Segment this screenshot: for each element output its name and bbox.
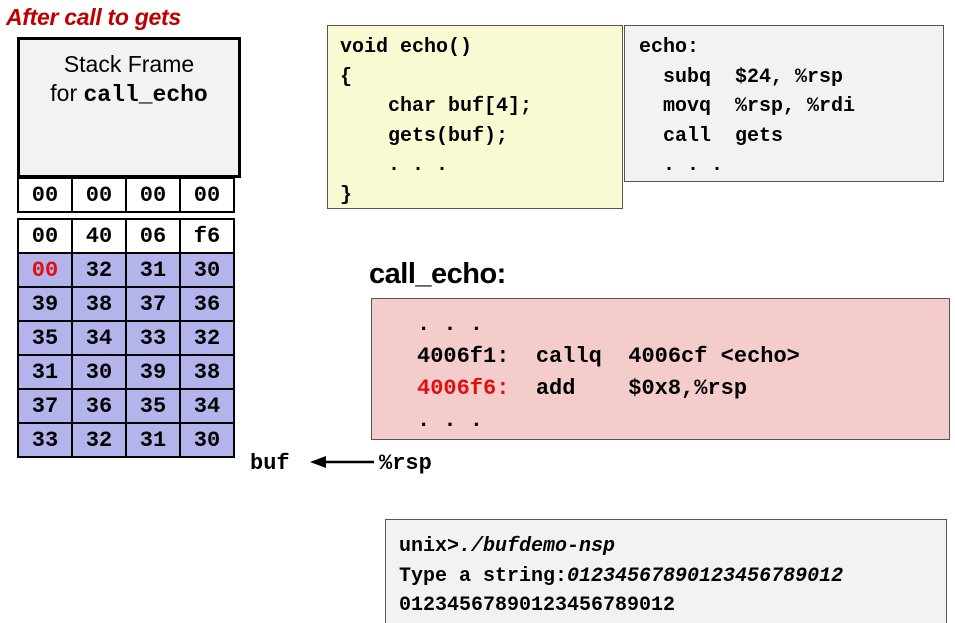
stack-byte: 40 xyxy=(71,218,127,254)
stack-byte: 00 xyxy=(125,177,181,213)
echo-c-source: void echo() { char buf[4]; gets(buf); . … xyxy=(327,25,623,209)
stack-diagram: Stack Frame for call_echo 00 00 00 00 00… xyxy=(17,37,241,474)
stack-row: 33 32 31 30 xyxy=(17,422,241,458)
stack-frame-label: Stack Frame xyxy=(63,51,195,77)
terminal-output-line: 01234567890123456789012 xyxy=(399,594,676,617)
stack-frame-box: Stack Frame for call_echo xyxy=(17,37,241,178)
asm-line: call gets xyxy=(639,124,784,148)
stack-row-return-address: 00 40 06 f6 xyxy=(17,218,241,254)
asm-line: . . . xyxy=(639,154,724,177)
asm-dots: . . . xyxy=(417,408,484,433)
stack-byte: 33 xyxy=(17,422,73,458)
code-line: void echo() xyxy=(340,36,473,59)
stack-byte: 30 xyxy=(179,422,235,458)
asm-line: subq $24, %rsp xyxy=(639,65,844,89)
stack-byte: 30 xyxy=(179,252,235,288)
stack-byte: 00 xyxy=(179,177,235,213)
stack-byte: 00 xyxy=(17,177,73,213)
stack-byte: 36 xyxy=(179,286,235,322)
stack-byte: 34 xyxy=(179,388,235,424)
asm-line: movq %rsp, %rdi xyxy=(639,95,856,118)
stack-byte: 00 xyxy=(71,177,127,213)
terminal-command: ./bufdemo-nsp xyxy=(459,535,616,558)
call-echo-assembly: . . . 4006f1: callq 4006cf <echo> 4006f6… xyxy=(371,298,950,440)
stack-row: 31 30 39 38 xyxy=(17,354,241,390)
stack-byte: 35 xyxy=(17,320,73,356)
stack-byte: 36 xyxy=(71,388,127,424)
asm-instruction: add xyxy=(535,376,576,401)
call-echo-title: call_echo: xyxy=(369,258,506,290)
terminal-input: 01234567890123456789012 xyxy=(567,564,844,588)
terminal-type-label: Type a string: xyxy=(399,564,568,588)
stack-byte: 06 xyxy=(125,218,181,254)
stack-byte: 39 xyxy=(17,286,73,322)
buf-label: buf xyxy=(250,451,290,476)
rsp-label: %rsp xyxy=(379,451,432,476)
stack-byte: 38 xyxy=(179,354,235,390)
code-line: { xyxy=(340,65,353,89)
stack-byte: 39 xyxy=(125,354,181,390)
terminal-output: unix>./bufdemo-nsp Type a string:0123456… xyxy=(385,519,947,623)
code-line: gets(buf); xyxy=(340,124,509,148)
asm-line: echo: xyxy=(639,36,700,59)
stack-row: 39 38 37 36 xyxy=(17,286,241,322)
stack-byte: 37 xyxy=(17,388,73,424)
asm-dots: . . . xyxy=(417,312,484,337)
stack-byte: 32 xyxy=(71,252,127,288)
code-line: } xyxy=(340,183,353,207)
stack-byte: 00 xyxy=(17,218,73,254)
stack-row: 00 32 31 30 xyxy=(17,252,241,288)
stack-byte: 31 xyxy=(125,422,181,458)
asm-instruction: callq xyxy=(535,344,602,369)
return-address-highlight: 4006f6: xyxy=(417,376,510,401)
slide-title: After call to gets xyxy=(6,4,181,30)
echo-assembly: echo: subq $24, %rsp movq %rsp, %rdi cal… xyxy=(624,25,944,182)
stack-byte: 32 xyxy=(71,422,127,458)
stack-frame-function: call_echo xyxy=(83,82,208,108)
stack-frame-for: for xyxy=(50,80,84,106)
stack-byte: 38 xyxy=(71,286,127,322)
stack-row: 35 34 33 32 xyxy=(17,320,241,356)
stack-byte: 34 xyxy=(71,320,127,356)
stack-byte: 31 xyxy=(17,354,73,390)
asm-address: 4006f1: xyxy=(417,344,510,369)
stack-byte: 37 xyxy=(125,286,181,322)
stack-byte: 33 xyxy=(125,320,181,356)
stack-row: 37 36 35 34 xyxy=(17,388,241,424)
stack-byte: 32 xyxy=(179,320,235,356)
code-line: char buf[4]; xyxy=(340,95,533,118)
asm-operand: 4006cf <echo> xyxy=(628,344,800,369)
asm-operand: $0x8,%rsp xyxy=(628,376,748,401)
stack-byte: f6 xyxy=(179,218,235,254)
terminal-prompt: unix> xyxy=(399,535,460,558)
stack-row: 00 00 00 00 xyxy=(17,177,241,213)
stack-byte: 30 xyxy=(71,354,127,390)
stack-byte: 35 xyxy=(125,388,181,424)
left-arrow-icon xyxy=(310,456,374,468)
stack-byte-overwritten: 00 xyxy=(17,252,73,288)
stack-byte: 31 xyxy=(125,252,181,288)
code-line: . . . xyxy=(340,154,449,177)
